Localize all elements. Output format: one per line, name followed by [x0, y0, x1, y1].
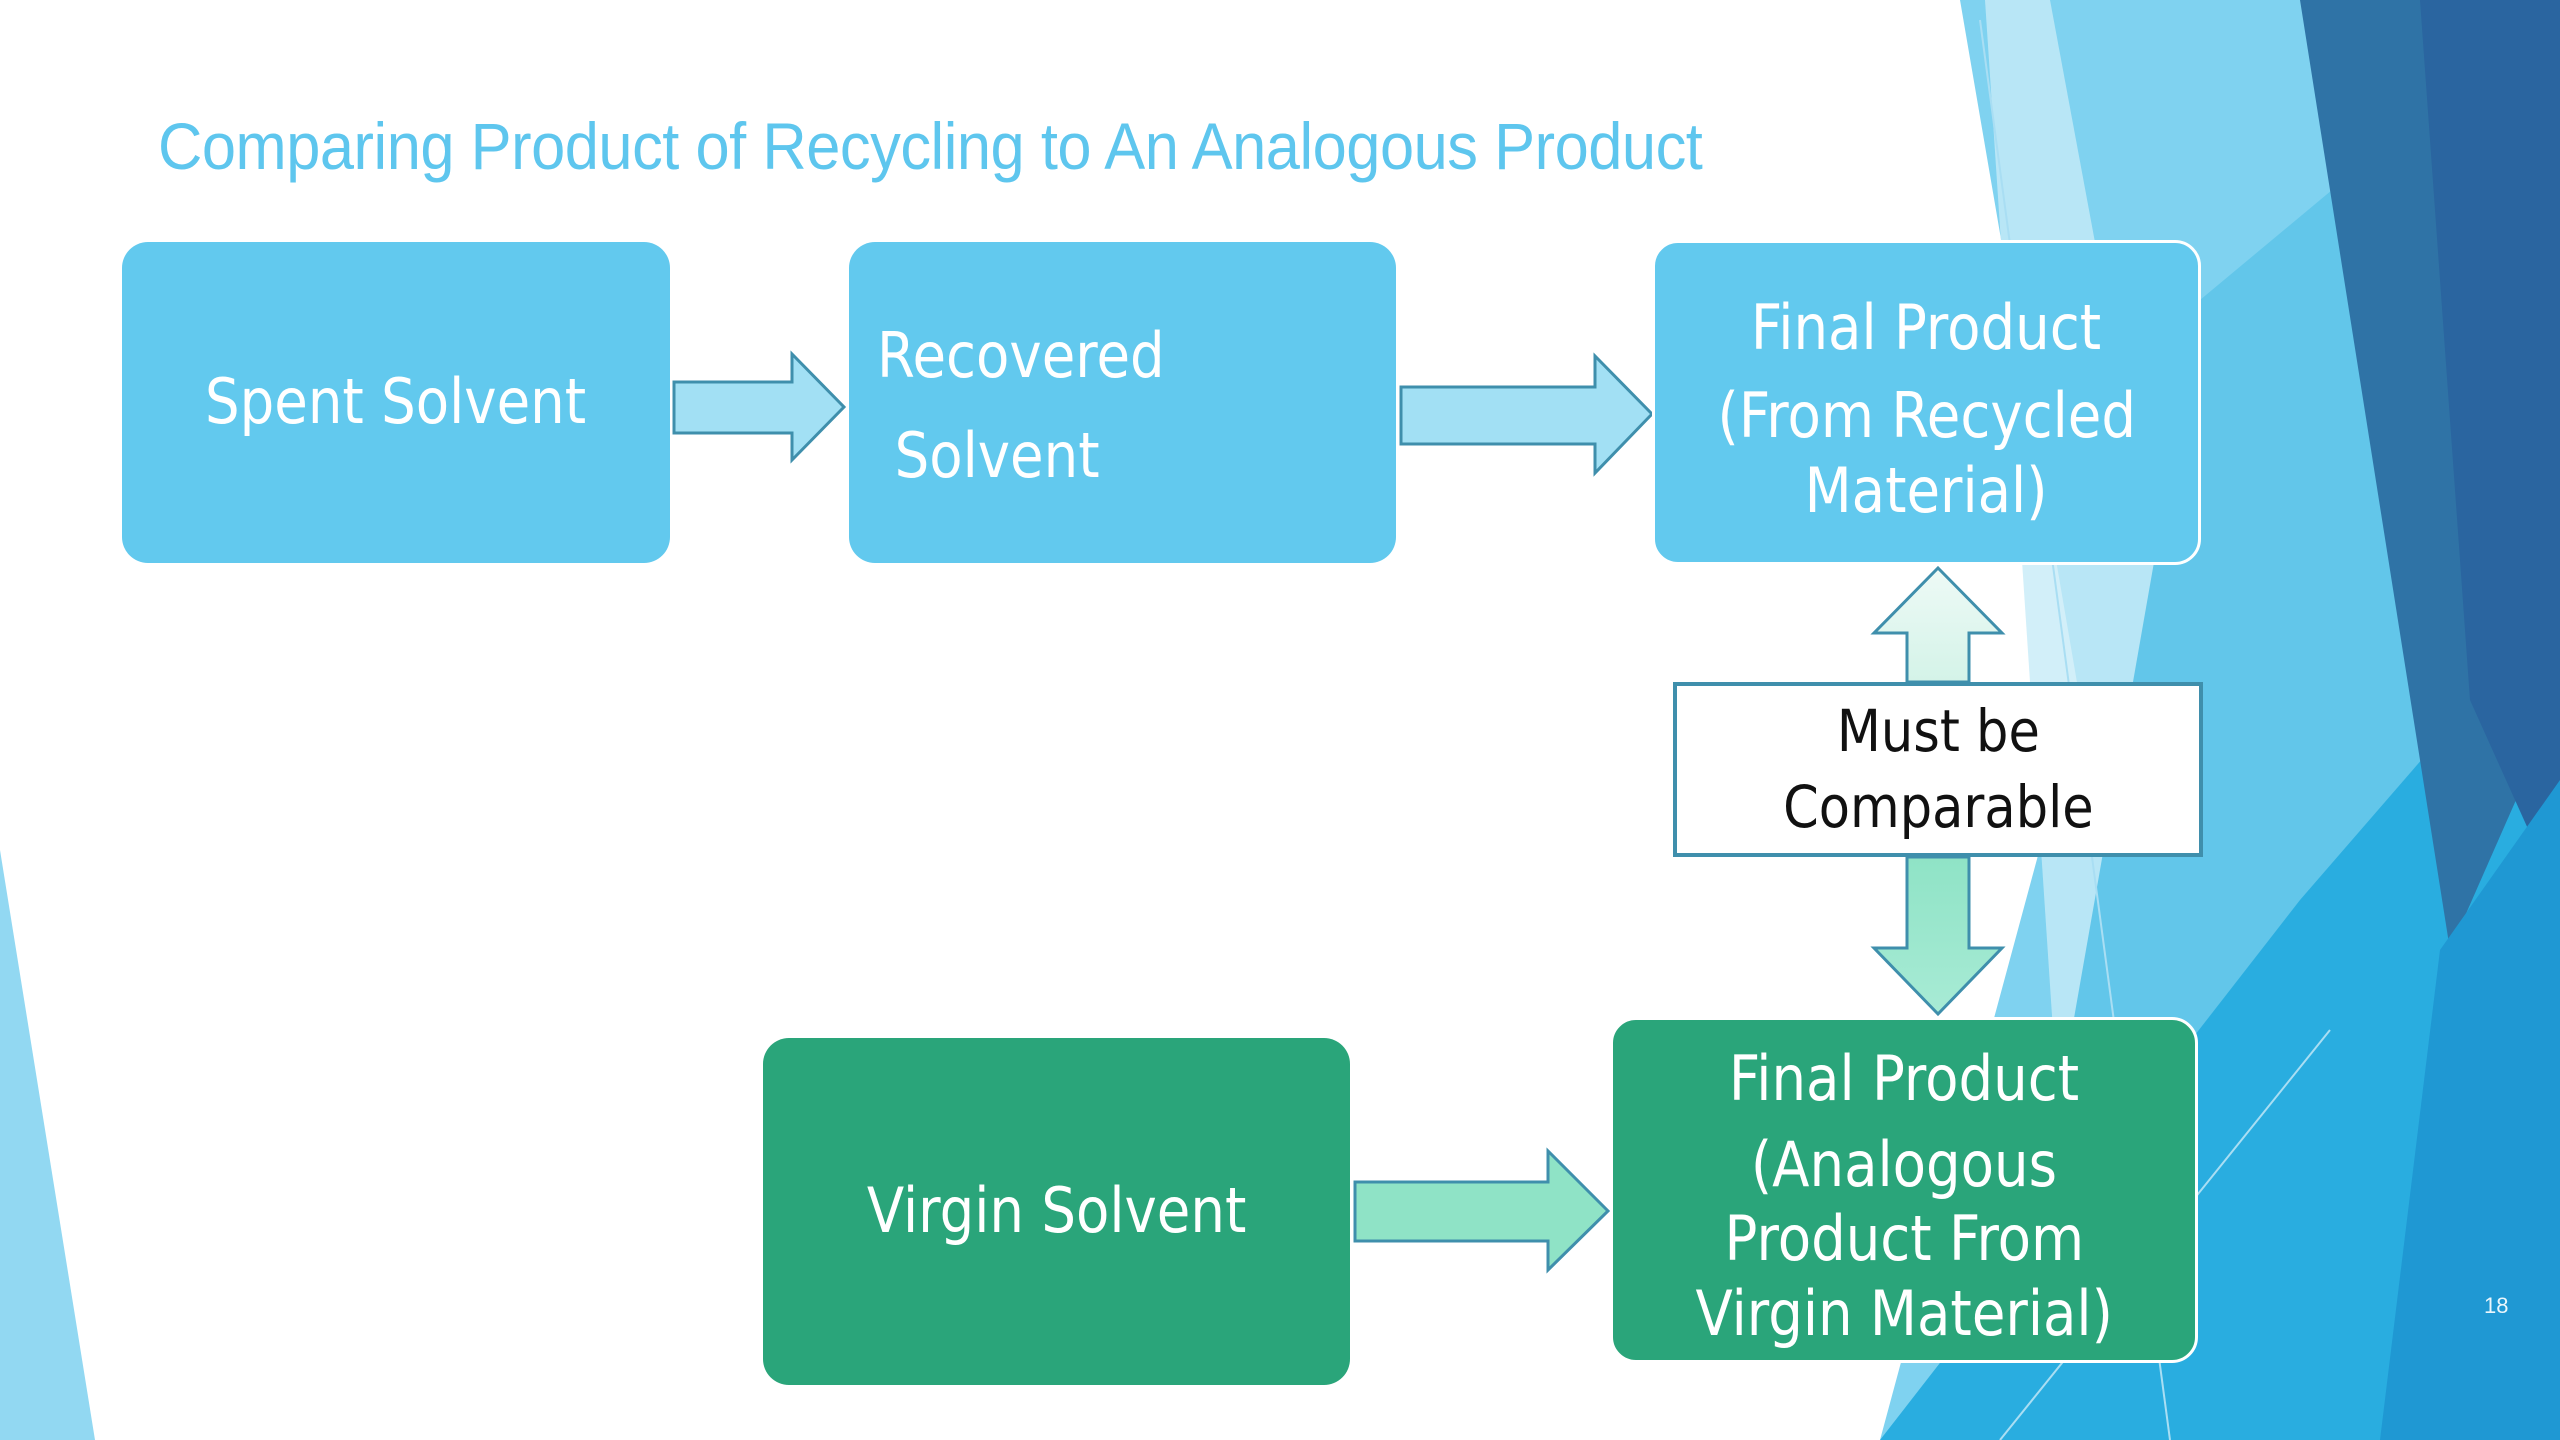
box-label: Virgin Solvent — [866, 1174, 1247, 1248]
slide-title: Comparing Product of Recycling to An Ana… — [158, 109, 1703, 183]
final-product-virgin-box: Final Product (Analogous Product From Vi… — [1610, 1017, 2198, 1363]
box-label: Product From — [1724, 1202, 2084, 1276]
box-label: Virgin Material) — [1695, 1276, 2113, 1350]
note-label: Must be — [1836, 697, 2040, 766]
left-accent-shape — [0, 850, 95, 1440]
box-label: Solvent — [894, 418, 1100, 492]
spent-solvent-box: Spent Solvent — [122, 242, 670, 563]
right-facet-deep — [2380, 780, 2560, 1440]
recovered-solvent-box: Recovered Solvent — [849, 242, 1396, 563]
final-product-recycled-box: Final Product (From Recycled Material) — [1652, 240, 2201, 565]
box-label: Final Product — [1751, 290, 2102, 364]
virgin-solvent-box: Virgin Solvent — [763, 1038, 1350, 1385]
slide-number: 18 — [2484, 1293, 2509, 1318]
must-be-comparable-box: Must be Comparable — [1673, 682, 2203, 857]
box-label: Final Product — [1728, 1041, 2080, 1115]
box-label: Spent Solvent — [205, 365, 587, 439]
note-label: Comparable — [1782, 772, 2094, 841]
right-facet-darker — [2420, 0, 2560, 900]
box-label: (From Recycled — [1717, 379, 2136, 453]
box-label: Material) — [1805, 453, 2048, 527]
box-label: Recovered — [877, 319, 1165, 393]
box-label: (Analogous — [1750, 1128, 2058, 1201]
